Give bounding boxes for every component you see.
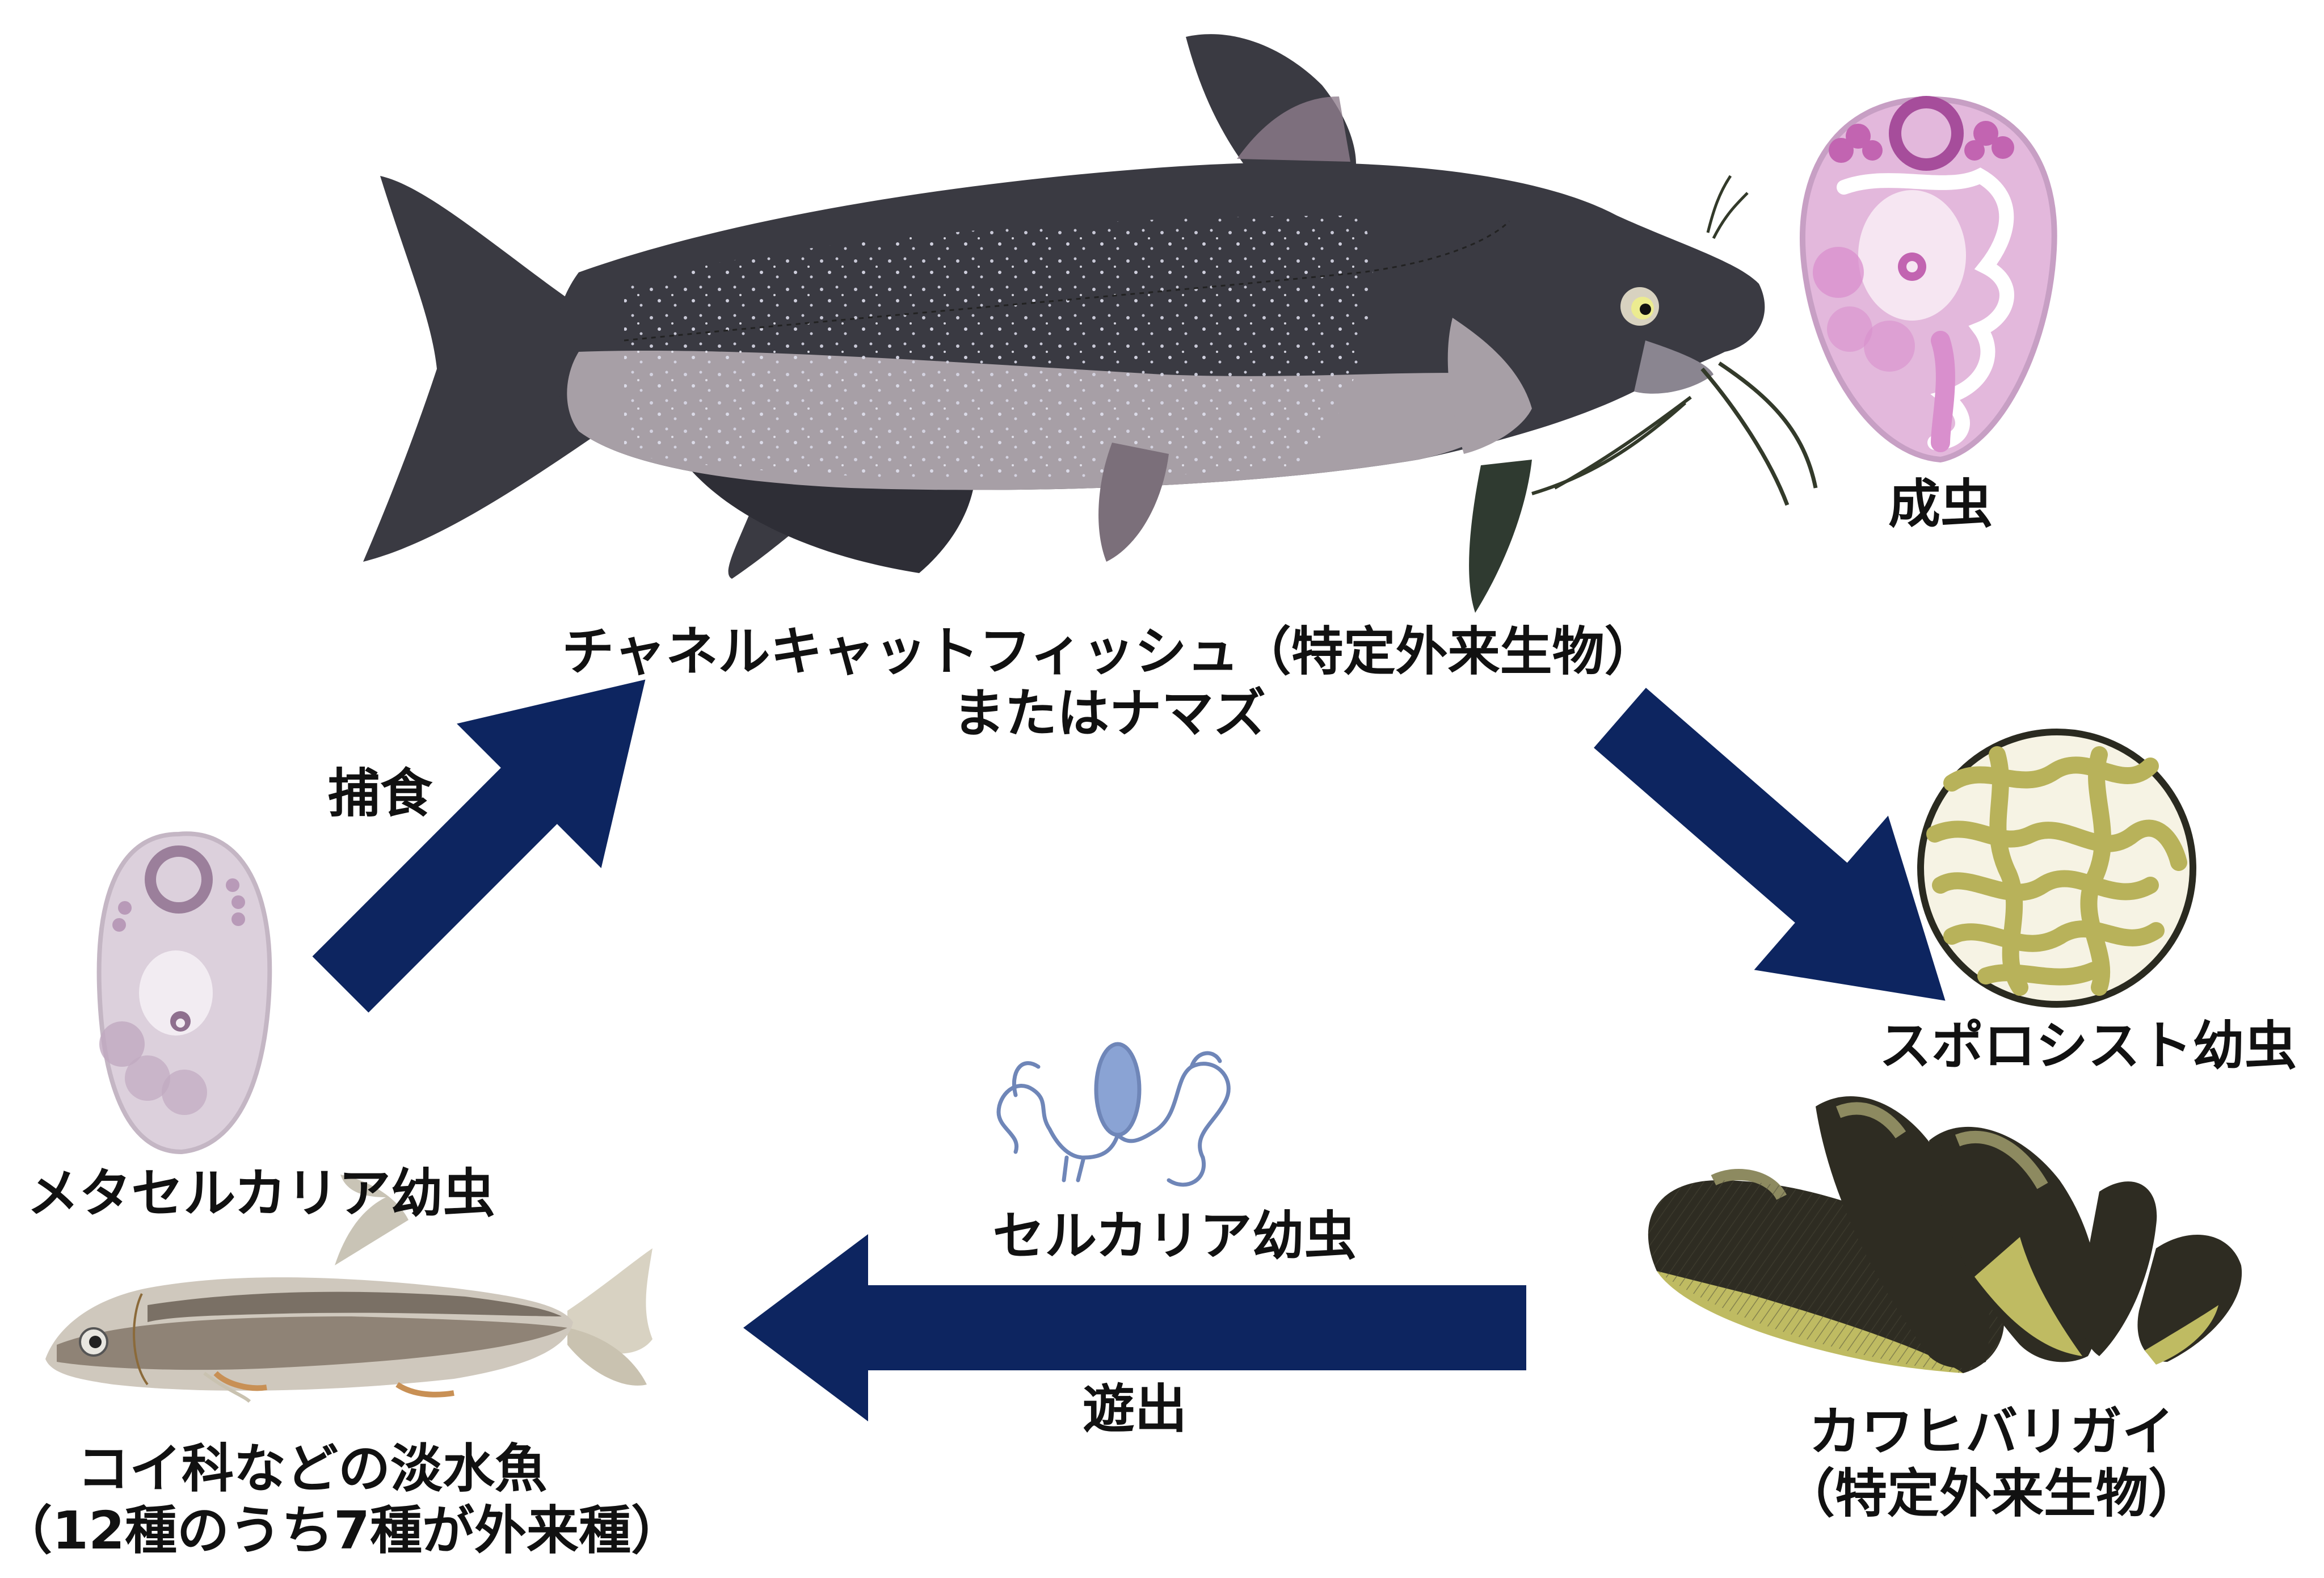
- sporocyst-icon: [1917, 729, 2196, 1008]
- mussel-host-label: カワヒバリガイ （特定外来生物）: [1731, 1402, 2253, 1525]
- cercaria-icon: [996, 1042, 1231, 1187]
- catfish-host-label-line2: またはナマズ: [952, 683, 1266, 744]
- metacercaria-label: メタセルカリア幼虫: [27, 1163, 495, 1224]
- arrow-predation: [312, 679, 646, 1013]
- release-label: 遊出: [1082, 1379, 1187, 1440]
- mussel-cluster-icon: [1648, 1096, 2242, 1373]
- predation-label: 捕食: [327, 763, 432, 824]
- mussel-host-label-line2: （特定外来生物）: [1782, 1463, 2200, 1524]
- cercaria-label: セルカリア幼虫: [992, 1206, 1357, 1266]
- adult-fluke-icon: [1800, 96, 2057, 463]
- small-fish-host-label: コイ科などの淡水魚 （12種のうち7種が外来種）: [0, 1438, 684, 1562]
- small-fish-host-label-line2: （12種のうち7種が外来種）: [0, 1500, 684, 1561]
- cyprinid-fish-icon: [45, 1175, 652, 1403]
- catfish-host-label: チャネルキャットフィッシュ（特定外来生物） またはナマズ: [562, 621, 1657, 744]
- mussel-host-label-line1: カワヒバリガイ: [1808, 1402, 2174, 1462]
- catfish-illustration: [363, 34, 1818, 613]
- arrow-catfish-to-sporocyst: [1594, 688, 1946, 1001]
- sporocyst-label: スポロシスト幼虫: [1879, 1016, 2297, 1076]
- catfish-host-label-line1: チャネルキャットフィッシュ（特定外来生物）: [562, 621, 1657, 682]
- small-fish-host-label-line1: コイ科などの淡水魚: [77, 1438, 547, 1499]
- metacercaria-icon: [96, 831, 272, 1155]
- arrow-release: [743, 1234, 1526, 1421]
- adult-label: 成虫: [1888, 474, 1993, 535]
